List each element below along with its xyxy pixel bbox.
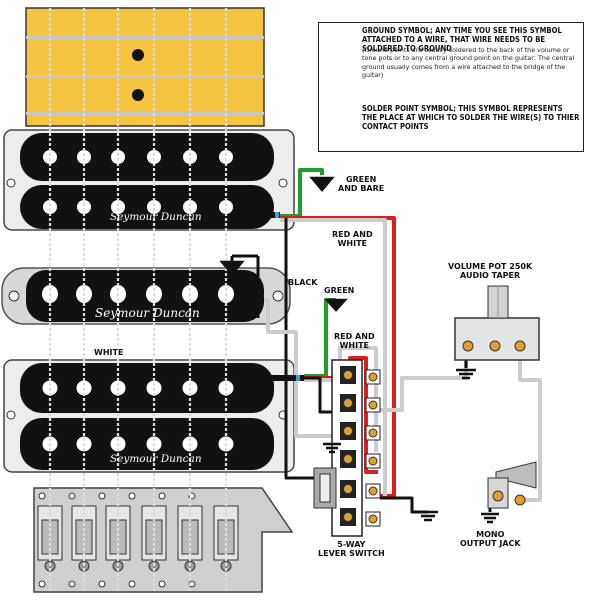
pole-piece	[147, 150, 161, 164]
pole-piece	[77, 200, 91, 214]
label-green-and-bare: GREEN AND BARE	[338, 175, 385, 193]
label-black: BLACK	[288, 278, 318, 287]
bridge-pickup-brand: Seymour Duncan	[110, 453, 202, 465]
label-white: WHITE	[92, 348, 126, 357]
ground-symbols	[219, 176, 499, 524]
ground-icon	[456, 368, 476, 380]
ground-icon	[309, 176, 335, 192]
fretboard	[25, 7, 265, 127]
ground-icon	[219, 260, 245, 276]
ground-icon	[323, 442, 341, 454]
pole-piece	[111, 150, 125, 164]
pole-piece	[219, 200, 233, 214]
solder-point	[343, 426, 353, 436]
pole-piece	[147, 200, 161, 214]
middle-pickup-brand: Seymour Duncan	[95, 306, 200, 320]
solder-point	[343, 398, 353, 408]
legend-ground-body: (Ground points are usually soldered to t…	[362, 46, 575, 80]
solder-point	[368, 486, 378, 496]
ground-icon	[324, 298, 348, 312]
pole-piece	[43, 150, 57, 164]
neck-pickup-brand: Seymour Duncan	[110, 211, 202, 223]
wire-green-bridge	[304, 298, 336, 378]
fret-marker-dot	[132, 49, 144, 61]
solder-point	[343, 370, 353, 380]
pole-piece	[183, 150, 197, 164]
solder-point	[368, 428, 378, 438]
wire-white-neck	[280, 218, 387, 496]
ground-icon	[418, 510, 438, 522]
legend-box	[318, 22, 584, 152]
tremolo-bridge	[33, 487, 294, 593]
solder-point	[368, 400, 378, 410]
strings	[48, 8, 228, 592]
label-red-and-white-neck: RED AND WHITE	[332, 230, 373, 248]
wire-white-middle	[264, 298, 340, 438]
solder-point	[343, 512, 353, 522]
pole-piece	[111, 200, 125, 214]
label-red-and-white-bridge: RED AND WHITE	[334, 332, 375, 350]
five-way-lever-switch	[313, 359, 381, 537]
legend-ground-heading: GROUND SYMBOL; ANY TIME YOU SEE THIS SYM…	[362, 26, 562, 53]
label-volume-pot: VOLUME POT 250K AUDIO TAPER	[448, 262, 533, 280]
pole-piece	[183, 200, 197, 214]
pole-piece	[43, 200, 57, 214]
solder-point	[343, 454, 353, 464]
fret-marker-dot	[132, 89, 144, 101]
label-lever-switch: 5-WAY LEVER SWITCH	[318, 540, 385, 558]
solder-point	[368, 372, 378, 382]
pole-piece	[77, 150, 91, 164]
label-green: GREEN	[324, 286, 355, 295]
volume-pot	[454, 285, 540, 361]
solder-point	[368, 456, 378, 466]
label-output-jack: MONO OUTPUT JACK	[460, 530, 521, 548]
solder-point	[343, 484, 353, 494]
output-jack	[487, 461, 537, 509]
pole-piece	[219, 150, 233, 164]
ground-icon	[481, 512, 499, 524]
legend-solder-heading: SOLDER POINT SYMBOL; THIS SYMBOL REPRESE…	[362, 104, 580, 131]
solder-point	[368, 514, 378, 524]
